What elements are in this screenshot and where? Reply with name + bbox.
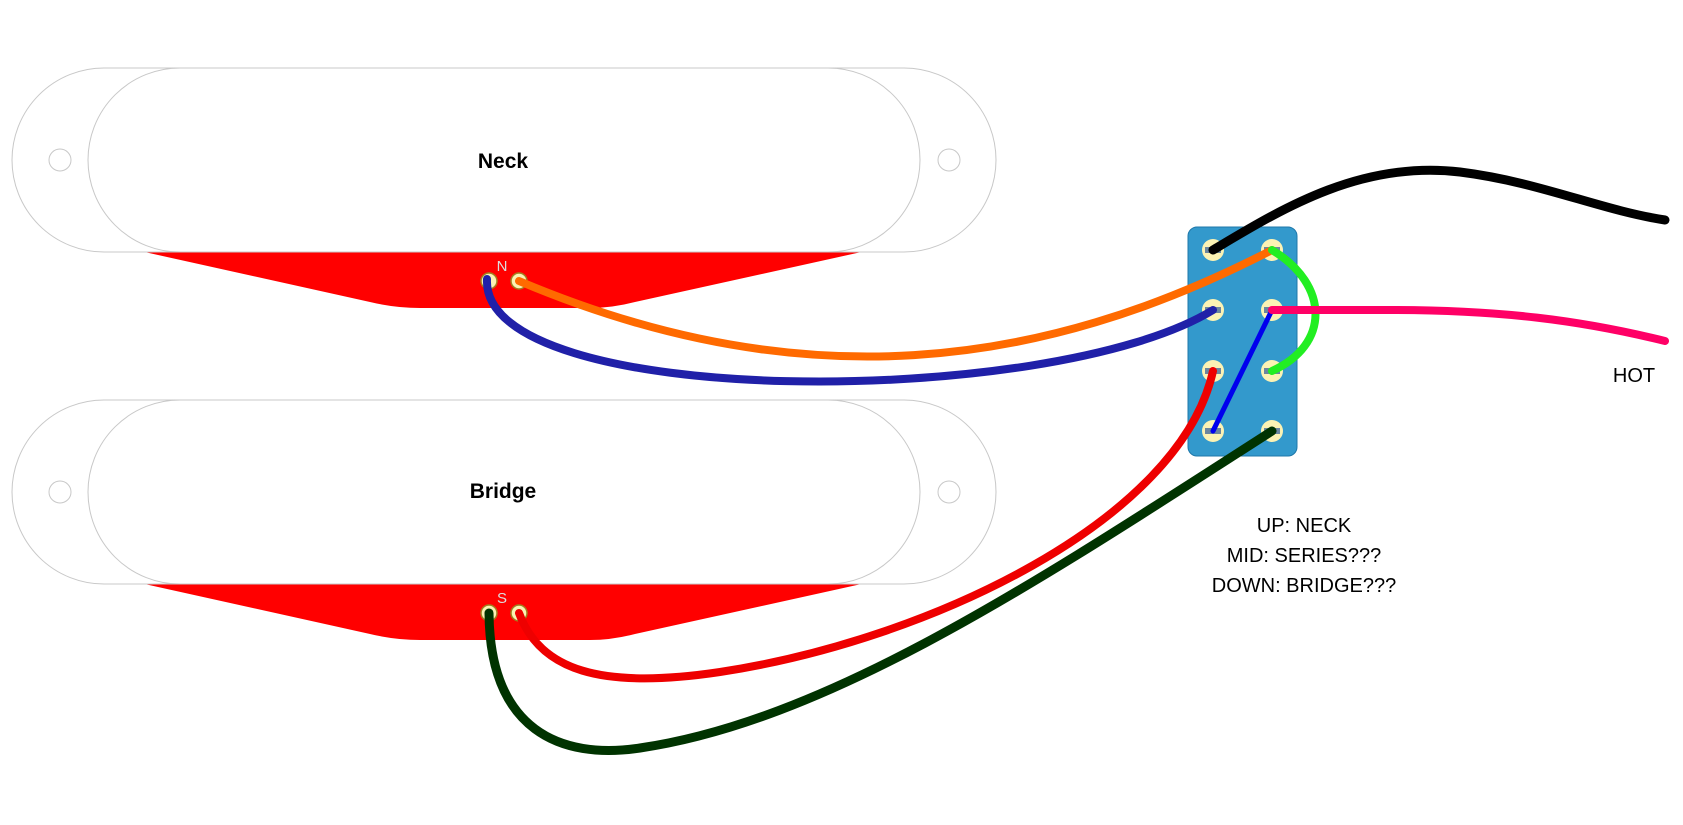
wire-ground-output (1208, 165, 1670, 255)
neck-mount-hole-left (48, 148, 72, 172)
wire-bridge-start-red (515, 367, 1217, 683)
bridge-mount-hole-left (48, 480, 72, 504)
bridge-pickup-baseplate (140, 583, 866, 640)
bridge-pickup: Bridge S (11, 399, 997, 640)
bridge-mount-hole-right (937, 480, 961, 504)
wire-hot-output (1268, 306, 1669, 345)
wire-neck-start-orange (515, 246, 1276, 361)
bridge-pickup-cover (87, 399, 921, 585)
wire-neck-finish-blue (482, 275, 1217, 386)
neck-mount-hole-right (937, 148, 961, 172)
switch-note-up: UP: NECK (1257, 515, 1352, 537)
bridge-polarity-label: S (497, 590, 507, 607)
switch-note-down: DOWN: BRIDGE??? (1212, 575, 1396, 597)
wire-jumper-blue (1210, 307, 1275, 434)
neck-pickup: Neck N (11, 67, 997, 308)
hot-label: HOT (1613, 365, 1655, 387)
wire-bridge-finish-darkgreen (484, 426, 1277, 755)
switch-note-mid: MID: SERIES??? (1227, 545, 1382, 567)
neck-pickup-cover (87, 67, 921, 253)
neck-pickup-label: Neck (478, 150, 529, 173)
wires (482, 165, 1670, 755)
neck-polarity-label: N (497, 258, 508, 275)
bridge-pickup-label: Bridge (470, 480, 537, 503)
switch-body (1187, 226, 1298, 457)
neck-pickup-baseplate (140, 251, 866, 308)
